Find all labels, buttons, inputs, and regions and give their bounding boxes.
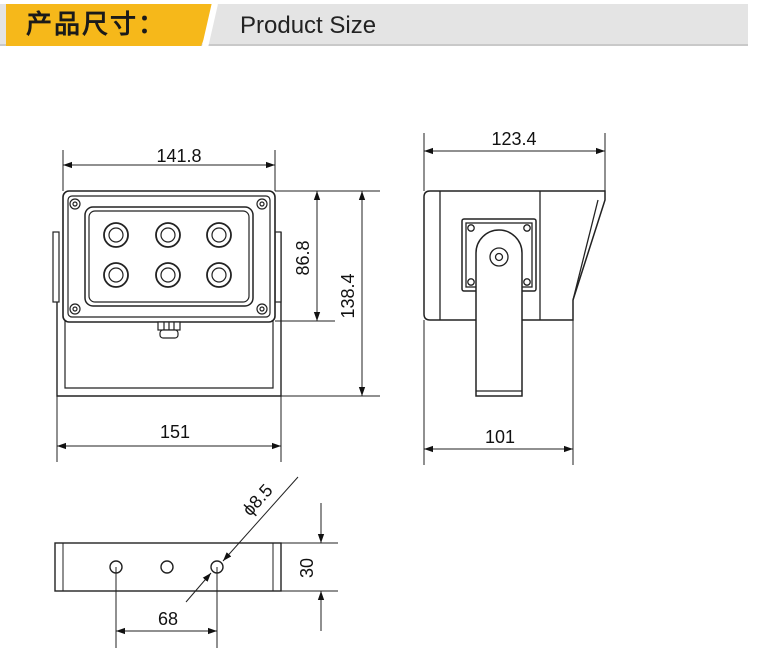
front-bracket bbox=[56, 232, 282, 397]
housing-screws bbox=[69, 198, 268, 315]
dim-side-depth-bottom: 101 bbox=[485, 427, 515, 447]
header-title-cn: 产品尺寸： bbox=[26, 10, 167, 40]
dim-front-width-bottom: 151 bbox=[160, 422, 190, 442]
dim-side-depth-top: 123.4 bbox=[491, 129, 536, 149]
section-header: 产品尺寸： Product Size bbox=[0, 0, 752, 46]
lens-panel bbox=[84, 206, 254, 307]
cable-gland bbox=[157, 321, 181, 339]
side-view bbox=[423, 190, 606, 397]
header-title-en: Product Size bbox=[240, 12, 377, 39]
front-view bbox=[52, 190, 282, 397]
dim-front-width-top: 141.8 bbox=[156, 146, 201, 166]
dim-front-height-inner: 86.8 bbox=[293, 240, 313, 275]
dim-bracket-hole-spacing: 68 bbox=[158, 609, 178, 629]
side-bracket-arm bbox=[475, 229, 523, 397]
dim-bracket-hole-diameter: ϕ8.5 bbox=[238, 480, 276, 519]
bracket-hole-center bbox=[160, 560, 174, 574]
bracket-view bbox=[54, 542, 282, 592]
dim-front-height-total: 138.4 bbox=[338, 273, 358, 318]
dim-bracket-height: 30 bbox=[297, 558, 317, 578]
header-accent bbox=[6, 4, 218, 46]
led-lenses bbox=[103, 222, 232, 288]
bracket-base bbox=[54, 542, 282, 592]
